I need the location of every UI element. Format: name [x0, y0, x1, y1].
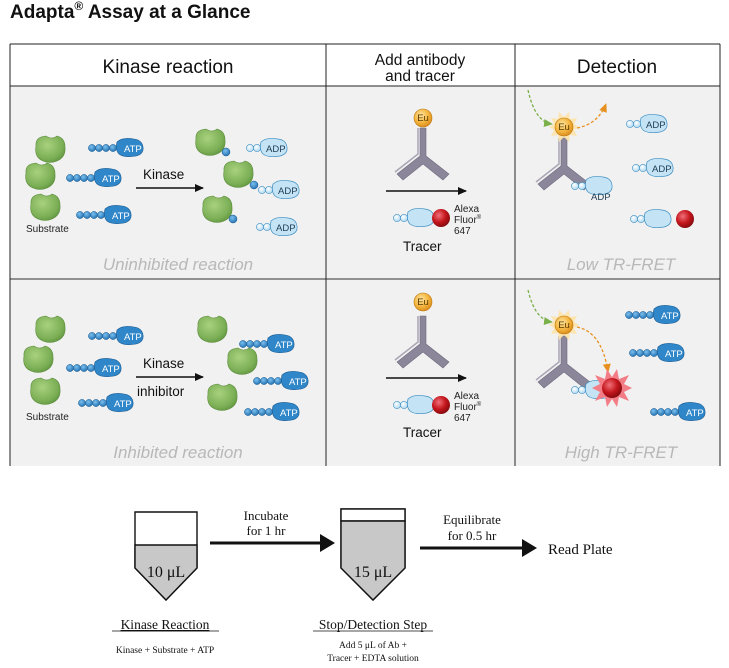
svg-text:Alexa: Alexa: [454, 204, 479, 215]
svg-text:ADP: ADP: [646, 120, 666, 131]
svg-text:ATP: ATP: [124, 144, 142, 155]
adp-molecule-icon: ADP: [246, 138, 288, 158]
svg-text:Incubate: Incubate: [244, 508, 289, 523]
tube-stop-detection: 15 μL: [340, 508, 406, 601]
page-title: Adapta® Assay at a Glance: [10, 0, 251, 23]
svg-text:ATP: ATP: [102, 364, 120, 375]
svg-text:Alexa: Alexa: [454, 391, 479, 402]
svg-text:Substrate: Substrate: [26, 412, 69, 423]
kinase-label: Kinase: [143, 167, 184, 182]
svg-text:Eu: Eu: [417, 297, 429, 308]
svg-text:ATP: ATP: [275, 340, 293, 351]
svg-text:ATP: ATP: [280, 408, 298, 419]
substrate-icon: [35, 135, 66, 163]
row2-kinase-cell: ATP ATP ATP Substrate Kinase inhibitor A…: [23, 315, 309, 462]
svg-text:ADP: ADP: [652, 164, 672, 175]
atp-molecule-icon: ATP: [88, 138, 144, 157]
svg-text:ATP: ATP: [661, 311, 679, 322]
read-plate-label: Read Plate: [548, 542, 613, 558]
svg-text:Eu: Eu: [558, 320, 570, 331]
svg-text:ATP: ATP: [686, 408, 704, 419]
svg-text:ATP: ATP: [289, 377, 307, 388]
row1-kinase-cell: ATP ATP ATP Substrate Kinase ADP ADP ADP…: [25, 128, 300, 274]
header-add-antibody-line2: and tracer: [385, 68, 455, 85]
fluor-icon: [432, 209, 450, 227]
caption-high-tr-fret: High TR-FRET: [565, 443, 679, 462]
svg-text:ADP: ADP: [278, 186, 298, 197]
svg-text:Add 5 μL of Ab +: Add 5 μL of Ab +: [339, 640, 407, 651]
svg-text:Equilibrate: Equilibrate: [443, 512, 501, 527]
substrate-label: Substrate: [26, 224, 69, 235]
svg-text:Fluor®: Fluor®: [454, 214, 482, 226]
svg-text:ATP: ATP: [112, 211, 130, 222]
svg-text:Kinase: Kinase: [143, 356, 184, 371]
svg-text:647: 647: [454, 226, 471, 237]
header-kinase-reaction: Kinase reaction: [103, 57, 234, 78]
row1-add-cell: Eu Tracer Alexa Fluor® 647: [386, 108, 482, 254]
svg-text:Tracer + EDTA solution: Tracer + EDTA solution: [327, 654, 419, 664]
caption-low-tr-fret: Low TR-FRET: [567, 255, 677, 274]
tracer-label: Tracer: [403, 239, 442, 254]
row1-detection-cell: Eu ADP ADP ADP Low TR-FRET: [527, 89, 694, 274]
svg-text:Eu: Eu: [417, 113, 429, 124]
header-detection: Detection: [577, 57, 657, 78]
caption-inhibited: Inhibited reaction: [113, 443, 242, 462]
caption-uninhibited: Uninhibited reaction: [103, 255, 253, 274]
step2-title: Stop/Detection Step: [319, 617, 428, 632]
tracer-icon: [393, 208, 450, 228]
svg-text:ADP: ADP: [276, 223, 296, 234]
svg-text:ADP: ADP: [266, 144, 286, 155]
svg-text:ATP: ATP: [114, 399, 132, 410]
svg-text:ATP: ATP: [102, 174, 120, 185]
svg-text:Fluor®: Fluor®: [454, 401, 482, 413]
tube1-volume: 10 μL: [147, 564, 185, 581]
fret-burst-icon: [592, 369, 632, 407]
step1-description: Kinase + Substrate + ATP: [116, 646, 214, 656]
tube-kinase-reaction: 10 μL: [134, 511, 198, 602]
svg-text:647: 647: [454, 413, 471, 424]
svg-text:for 0.5 hr: for 0.5 hr: [448, 528, 497, 543]
row2-detection-cell: Eu ATP ATP ATP High TR-FRET: [527, 289, 706, 462]
svg-text:ADP: ADP: [591, 192, 611, 203]
svg-text:ATP: ATP: [665, 349, 683, 360]
workflow: 10 μL Incubate for 1 hr 15 μL Equilibrat…: [112, 508, 613, 664]
arrow-head-icon: [320, 534, 335, 552]
svg-text:ATP: ATP: [124, 332, 142, 343]
inhibitor-label: inhibitor: [137, 384, 185, 399]
svg-text:Eu: Eu: [558, 122, 570, 133]
header-add-antibody-line1: Add antibody: [375, 52, 466, 69]
svg-text:Tracer: Tracer: [403, 425, 442, 440]
row2-add-cell: Eu Tracer Alexa Fluor® 647: [386, 292, 482, 440]
europium-icon: [413, 108, 433, 128]
svg-text:for 1 hr: for 1 hr: [247, 523, 287, 538]
step1-title: Kinase Reaction: [121, 617, 210, 632]
tube2-volume: 15 μL: [354, 564, 392, 581]
